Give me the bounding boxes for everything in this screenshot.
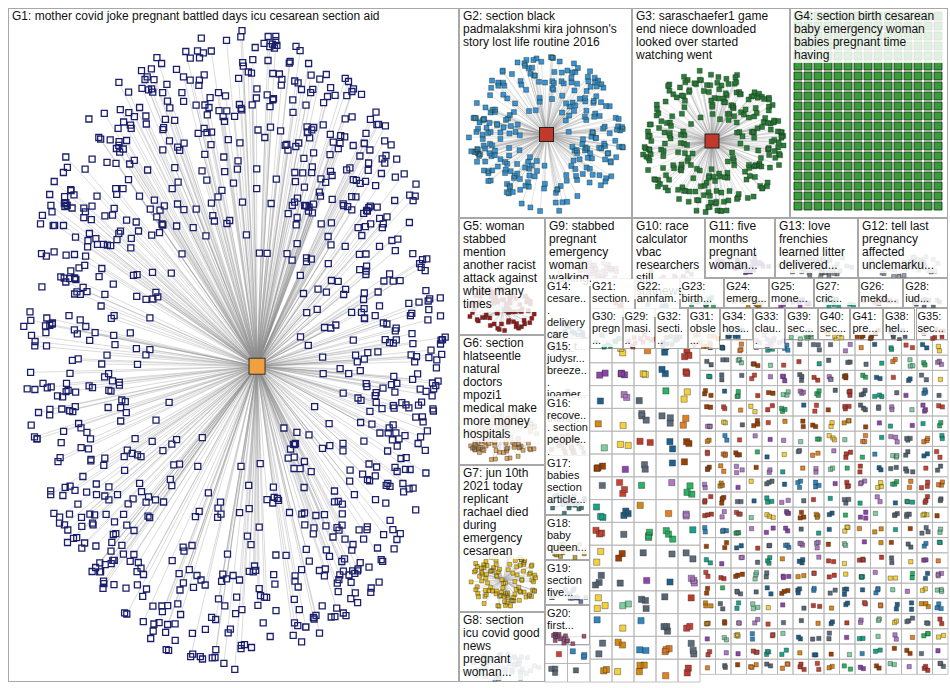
group-panel: G30: pregn... — [590, 308, 623, 349]
group-label: G18: baby queen... — [546, 516, 589, 554]
group-panel: G13: love frenchies learned litter deliv… — [775, 218, 858, 278]
group-panel: G3: saraschaefer1 game end niece downloa… — [632, 8, 790, 218]
group-panel: G25: mone... — [769, 278, 814, 308]
network-graph — [9, 9, 460, 683]
group-label: G23: birth... — [681, 279, 724, 305]
vertex-icon — [597, 370, 941, 671]
group-label: G38: hel... — [884, 309, 915, 335]
group-label: G34: hos... — [721, 309, 752, 335]
group-panel: G5: woman stabbed mention another racist… — [459, 218, 545, 335]
group-label: G20: first... — [546, 606, 589, 632]
group-panel: G31: obsle... — [688, 308, 721, 349]
vertex-icon — [556, 343, 944, 672]
group-panel: G39: sec... — [785, 308, 818, 340]
group-panel: G27: cric... — [814, 278, 859, 308]
vertex-icon — [466, 55, 625, 214]
hub-vertex — [540, 128, 554, 142]
group-label: G4: section birth cesarean baby emergenc… — [791, 9, 947, 63]
vertex-icon — [593, 345, 944, 656]
vertex-icon — [594, 345, 939, 670]
hub-vertex — [705, 134, 719, 148]
group-label: G13: love frenchies learned litter deliv… — [776, 219, 857, 273]
group-label: G25: mone... — [770, 279, 813, 305]
group-panel: G1: mother covid joke pregnant battled d… — [8, 8, 459, 682]
group-panel: G17: babies section article... — [545, 455, 590, 515]
group-label: G8: section icu covid good news pregnant… — [460, 613, 544, 680]
group-label: G6: section hlatseentle natural doctors … — [460, 336, 544, 442]
group-panel: G23: birth... — [680, 278, 725, 308]
group-label: G12: tell last pregnancy affected unclem… — [859, 219, 947, 273]
group-label: G31: obsle... — [689, 309, 720, 347]
vertex-icon — [621, 342, 944, 669]
group-label: G7: jun 10th 2021 today replicant rachae… — [460, 466, 544, 559]
vertex-icon — [21, 28, 448, 673]
group-label: G5: woman stabbed mention another racist… — [460, 219, 544, 312]
group-panel: G40: sec... — [818, 308, 851, 340]
group-label: G24: emerg... — [725, 279, 768, 305]
group-label: G41: pre... — [851, 309, 882, 335]
group-panel: G9: stabbed pregnant emergency woman wal… — [545, 218, 632, 288]
group-panel: G41: pre... — [850, 308, 883, 340]
group-label: G16: recove... section people... — [546, 396, 589, 458]
group-label: G27: cric... — [815, 279, 858, 305]
group-panel: G35: sec... — [916, 308, 949, 340]
group-panel: G19: section five... — [545, 560, 590, 605]
hub-vertex — [249, 358, 265, 374]
group-label: G2: section black padmalakshmi kira john… — [460, 9, 631, 50]
vertex-icon — [594, 344, 946, 674]
group-panel: G12: tell last pregnancy affected unclem… — [858, 218, 948, 278]
group-panel: G32: secti... — [655, 308, 688, 349]
group-label: G29: masi... — [624, 309, 655, 347]
group-label: G39: sec... — [786, 309, 817, 335]
group-label: G33: clau... — [754, 309, 785, 347]
group-label: G1: mother covid joke pregnant battled d… — [9, 9, 383, 24]
group-label: G17: babies section article... — [546, 456, 589, 506]
group-label: G9: stabbed pregnant emergency woman wal… — [546, 219, 631, 286]
vertex-icon — [570, 343, 943, 660]
group-label: G28: iud... — [904, 279, 947, 305]
group-panel: G20: first... — [545, 605, 590, 645]
group-panel: G7: jun 10th 2021 today replicant rachae… — [459, 465, 545, 612]
group-label: G19: section five... — [546, 561, 589, 599]
group-panel: G34: hos... — [720, 308, 753, 340]
group-panel: G38: hel... — [883, 308, 916, 340]
vertex-icon — [601, 357, 944, 666]
group-label: G35: sec... — [917, 309, 948, 335]
vertex-icon — [644, 342, 944, 679]
group-panel: G8: section icu covid good news pregnant… — [459, 612, 545, 682]
vertex-icon — [595, 342, 943, 671]
vertex-icon — [549, 342, 946, 675]
group-panel: G29: masi... — [623, 308, 656, 349]
group-panel: G11: five months pregnant woman... — [705, 218, 775, 278]
group-label: G11: five months pregnant woman... — [706, 219, 774, 273]
group-panel: G33: clau... — [753, 308, 786, 349]
group-panel: G16: recove... section people... — [545, 395, 590, 460]
mini-group-cell — [545, 340, 948, 682]
group-panel: G4: section birth cesarean baby emergenc… — [790, 8, 948, 218]
group-panel: G26: mekd... — [859, 278, 904, 308]
group-label: G26: mekd... — [860, 279, 903, 305]
group-panel: G24: emerg... — [724, 278, 769, 308]
vertex-icon — [469, 552, 537, 608]
vertex-icon — [552, 631, 587, 646]
group-panel: G2: section black padmalakshmi kira john… — [459, 8, 632, 218]
group-label: G32: secti... — [656, 309, 687, 347]
group-label: G30: pregn... — [591, 309, 622, 347]
group-label: G3: saraschaefer1 game end niece downloa… — [633, 9, 789, 63]
group-label: G40: sec... — [819, 309, 850, 335]
group-panel: G18: baby queen... — [545, 515, 590, 560]
group-panel: G6: section hlatseentle natural doctors … — [459, 335, 545, 465]
group-panel: G28: iud... — [903, 278, 948, 308]
vertex-icon — [641, 68, 786, 214]
